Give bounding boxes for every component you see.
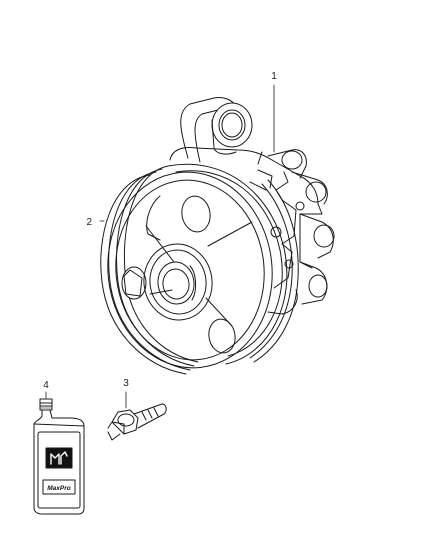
leader-lines: [45, 84, 275, 409]
callout-2: 2: [86, 217, 92, 228]
bottle-cap-text: MOPAR: [41, 406, 53, 410]
callout-1: 1: [271, 71, 277, 82]
pulley: [100, 163, 299, 375]
power-steering-pump: [169, 97, 335, 315]
bottle-brand-label: MaxPro: [47, 485, 71, 492]
callout-3: 3: [123, 378, 129, 389]
callout-4: 4: [43, 380, 49, 391]
bolt: [107, 403, 167, 441]
fluid-bottle: [33, 398, 85, 515]
